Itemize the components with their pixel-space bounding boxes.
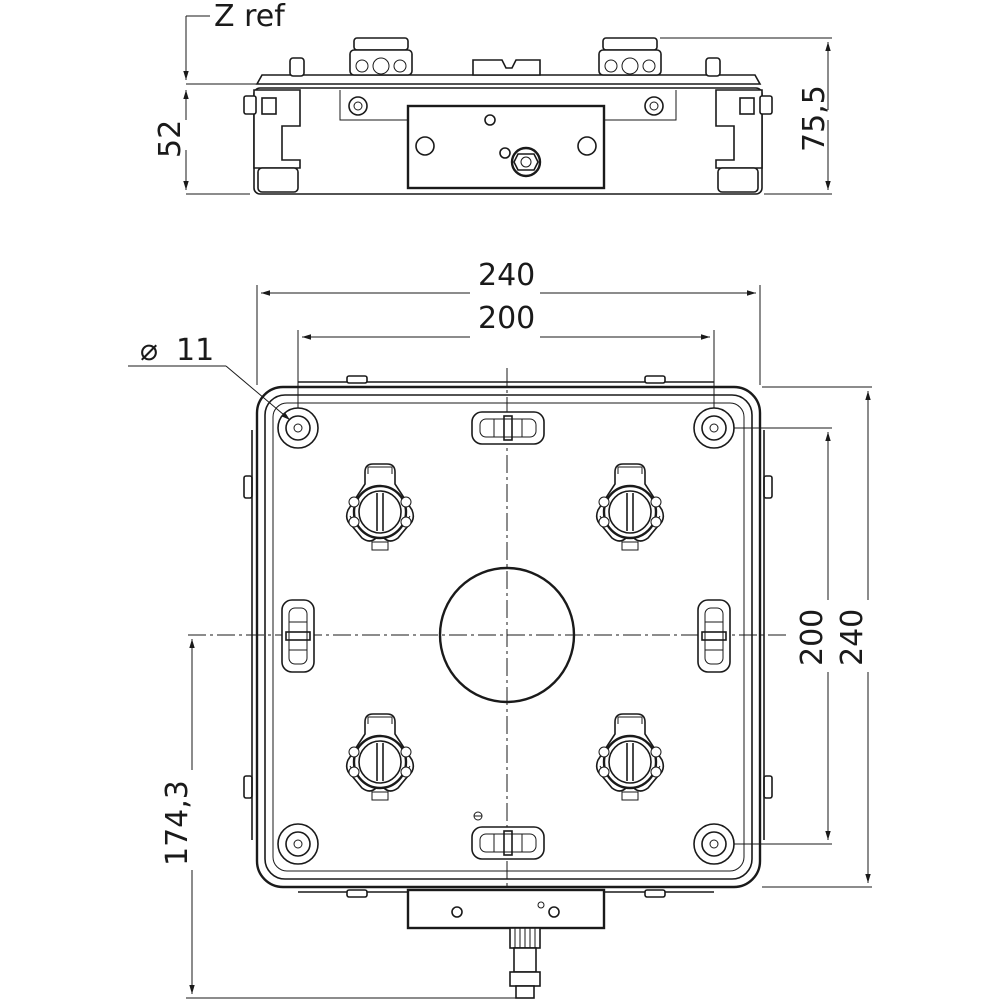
height-base-dim: 52: [153, 120, 188, 158]
side-knob-right: [598, 37, 662, 76]
corner-hole-bl: [277, 823, 319, 865]
height-holes-dim: 200: [795, 609, 830, 666]
side-view: Z ref 52 75,5: [153, 0, 832, 195]
air-fitting: [509, 927, 541, 999]
corner-hole-tr: [693, 407, 735, 449]
slot-bottom: [471, 826, 545, 860]
side-pin-left: [289, 57, 305, 77]
corner-hole-br: [693, 823, 735, 865]
hole-diameter-dim: 11: [176, 333, 214, 368]
side-pin-right: [705, 57, 721, 77]
slot-right: [697, 599, 731, 673]
offset-bottom-dim: 174,3: [160, 780, 195, 866]
side-knob-left: [349, 37, 413, 76]
corner-hole-tl: [277, 407, 319, 449]
diameter-symbol: ⌀: [140, 333, 158, 368]
slot-top: [471, 411, 545, 445]
top-view: 240 200 ⌀ 11 200 240 174,3: [128, 258, 872, 999]
width-outer-dim: 240: [478, 258, 535, 293]
width-holes-dim: 200: [478, 301, 535, 336]
slot-left: [281, 599, 315, 673]
z-ref-label: Z ref: [214, 0, 286, 34]
height-total-dim: 75,5: [797, 85, 832, 152]
height-outer-dim: 240: [835, 609, 870, 666]
